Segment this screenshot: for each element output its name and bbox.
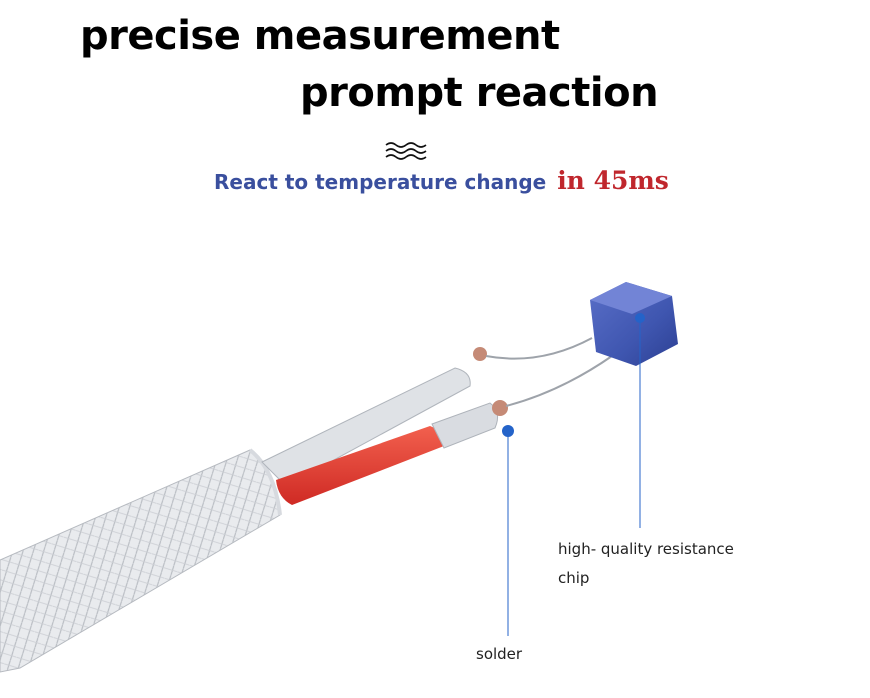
upper-inner-braid (261, 367, 471, 487)
solder-callout: solder (476, 645, 523, 663)
braided-cable (0, 448, 282, 673)
lower-inner-braid (431, 402, 499, 449)
subtitle-highlight: in 45ms (557, 166, 669, 195)
solder-joint-upper (473, 347, 487, 361)
lead-wire-lower (505, 355, 613, 407)
chip-callout-line-2: chip (558, 569, 590, 587)
wave-icon (385, 142, 427, 160)
chip-callout: high- quality resistance chip (558, 535, 734, 593)
chip-callout-line-1: high- quality resistance (558, 540, 734, 558)
lead-wire-upper (485, 337, 593, 360)
sensor-cable-photo (0, 282, 678, 673)
red-sleeve (276, 426, 445, 505)
resistance-chip (590, 282, 678, 366)
subtitle: React to temperature change in 45ms (214, 166, 669, 195)
solder-joint-lower (492, 400, 508, 416)
headline-line-2: prompt reaction (300, 70, 659, 116)
subtitle-text: React to temperature change (214, 170, 547, 194)
headline-line-1: precise measurement (80, 13, 560, 59)
